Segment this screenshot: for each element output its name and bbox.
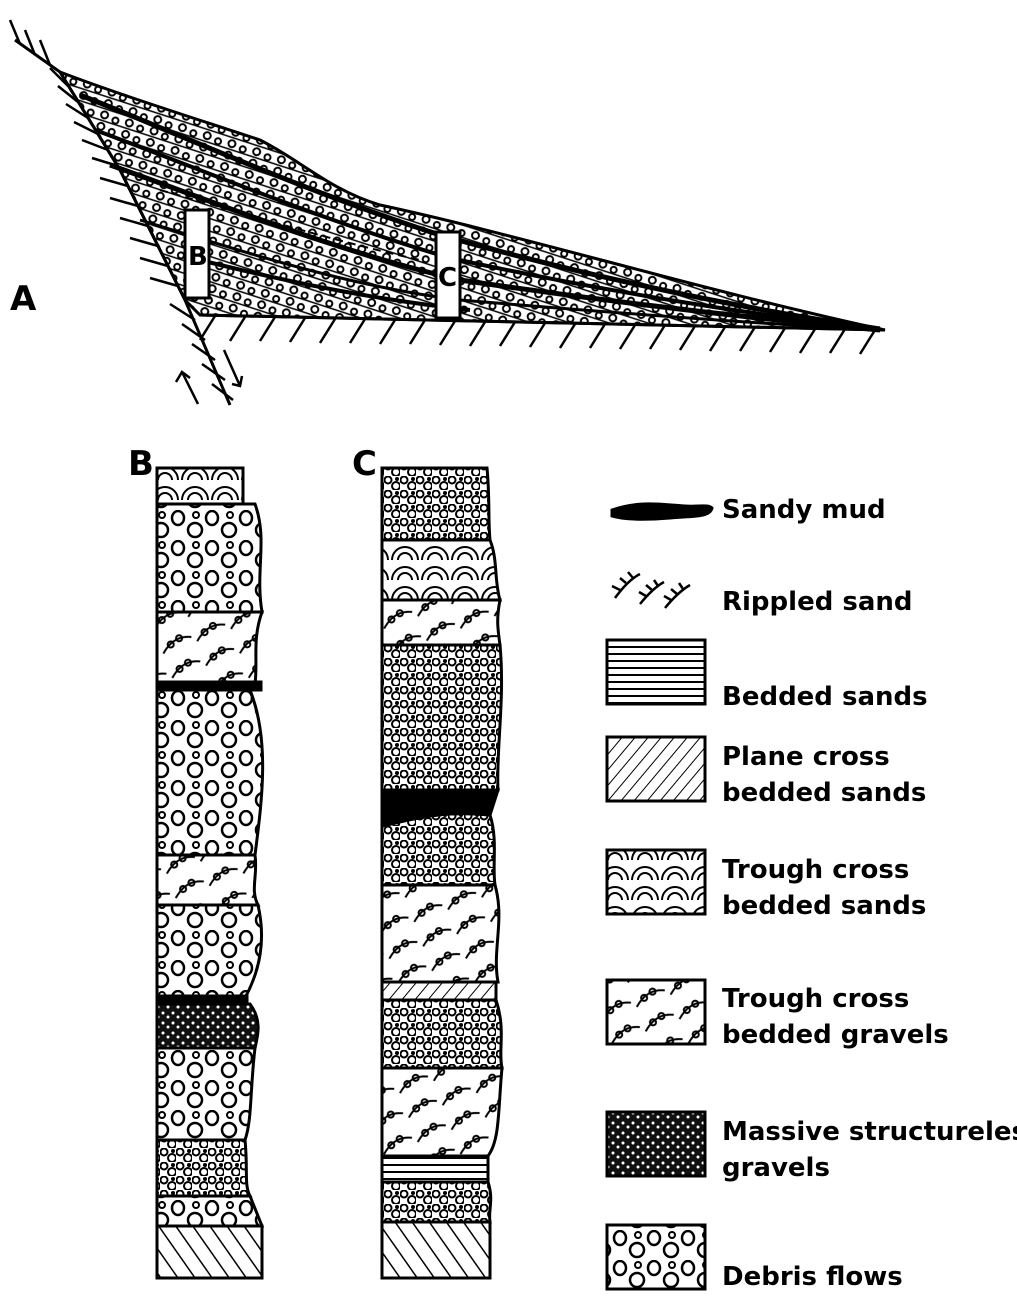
c-bed-trough-gravel-1 bbox=[382, 600, 500, 645]
section-marker-b-label: B bbox=[188, 242, 208, 272]
c-basement bbox=[382, 1222, 490, 1278]
legend-label-sandy-mud: Sandy mud bbox=[722, 495, 886, 525]
cross-section-a: A bbox=[10, 20, 885, 405]
panel-label-b: B bbox=[128, 444, 154, 484]
legend-label-trough-gravels-1: Trough cross bbox=[722, 984, 909, 1014]
b-bed-gravel bbox=[157, 1140, 250, 1196]
legend-item-bedded-sands: Bedded sands bbox=[607, 640, 928, 712]
legend-label-rippled-sand: Rippled sand bbox=[722, 587, 913, 617]
legend-label-plane-cross-2: bedded sands bbox=[722, 778, 926, 808]
legend-item-massive-gravels: Massive structureless gravels bbox=[607, 1112, 1017, 1183]
column-c: C bbox=[352, 444, 502, 1278]
c-bed-bedded-sand bbox=[382, 1156, 488, 1182]
c-bed-gravel-1 bbox=[382, 468, 490, 540]
c-bed-gravel-3 bbox=[382, 814, 495, 885]
legend-label-plane-cross-1: Plane cross bbox=[722, 742, 890, 772]
trough-sands-swatch bbox=[607, 850, 705, 914]
legend-label-massive-gravels-1: Massive structureless bbox=[722, 1117, 1017, 1147]
trough-gravels-swatch bbox=[607, 980, 705, 1044]
legend: Sandy mud Rippled sand Bedded sands Plan… bbox=[607, 495, 1017, 1292]
c-bed-trough-sand-1 bbox=[382, 540, 500, 600]
legend-label-debris-flows: Debris flows bbox=[722, 1262, 903, 1292]
massive-gravels-swatch bbox=[607, 1112, 705, 1176]
section-marker-c-label: C bbox=[438, 263, 457, 293]
section-marker-c: C bbox=[436, 232, 460, 318]
rippled-sand-swatch bbox=[612, 572, 690, 608]
legend-item-plane-cross: Plane cross bedded sands bbox=[607, 737, 926, 808]
debris-flows-swatch bbox=[607, 1225, 705, 1289]
c-bed-gravel-5 bbox=[382, 1182, 491, 1222]
c-bed-trough-gravel-3 bbox=[382, 1068, 502, 1156]
legend-label-trough-sands-2: bedded sands bbox=[722, 891, 926, 921]
legend-item-debris-flows: Debris flows bbox=[607, 1225, 903, 1292]
legend-item-rippled-sand: Rippled sand bbox=[612, 572, 913, 617]
section-marker-b: B bbox=[185, 210, 209, 298]
legend-item-trough-sands: Trough cross bedded sands bbox=[607, 850, 926, 921]
b-bed-debris-1 bbox=[157, 504, 262, 612]
c-bed-gravel-2 bbox=[382, 645, 502, 790]
b-bed-trough-gravel-2 bbox=[157, 855, 258, 905]
legend-label-trough-sands-1: Trough cross bbox=[722, 855, 909, 885]
bedded-sands-swatch bbox=[607, 640, 705, 704]
sandy-mud-swatch bbox=[612, 504, 712, 519]
b-bed-debris-2 bbox=[157, 690, 263, 855]
b-bed-debris-3 bbox=[157, 905, 262, 998]
plane-cross-swatch bbox=[607, 737, 705, 801]
legend-item-trough-gravels: Trough cross bedded gravels bbox=[607, 980, 949, 1050]
c-bed-gravel-4 bbox=[382, 1000, 502, 1068]
legend-label-massive-gravels-2: gravels bbox=[722, 1153, 830, 1183]
b-bed-debris-5 bbox=[157, 1196, 262, 1226]
legend-item-sandy-mud: Sandy mud bbox=[612, 495, 886, 525]
c-bed-plane-cross bbox=[382, 982, 496, 1000]
legend-label-trough-gravels-2: bedded gravels bbox=[722, 1020, 949, 1050]
b-bed-trough-gravel-1 bbox=[157, 612, 262, 684]
b-bed-rippled-sand bbox=[157, 468, 243, 504]
panel-label-a: A bbox=[10, 279, 37, 319]
b-bed-massive-gravel-1 bbox=[157, 1004, 258, 1048]
legend-label-bedded-sands: Bedded sands bbox=[722, 682, 928, 712]
b-basement bbox=[157, 1226, 262, 1278]
panel-label-c: C bbox=[352, 444, 377, 484]
c-bed-trough-gravel-2 bbox=[382, 885, 499, 982]
column-b: B bbox=[128, 444, 263, 1278]
b-bed-debris-4 bbox=[157, 1048, 255, 1140]
